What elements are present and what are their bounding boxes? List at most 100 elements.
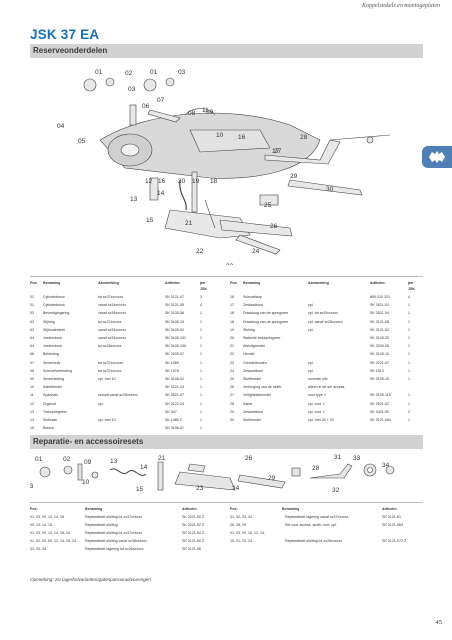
cell-artikelnr: SK 3205-06	[370, 344, 389, 349]
cell-per: 2	[408, 409, 410, 414]
cell-pos: 09	[30, 377, 34, 381]
cell-aanmerking: tot sx37xxxxxx	[98, 368, 122, 373]
callout-label: 13	[110, 458, 118, 465]
cell-artikelnr: SK 3108-02	[165, 377, 184, 381]
callout-label: 01	[150, 69, 158, 76]
cell-per: 1	[408, 401, 410, 406]
cell-pos: 01, 03, 09, 10, 13, 14,	[230, 531, 265, 535]
cell-artikelnr: SK 1976	[165, 368, 179, 373]
cell-per: 1	[200, 327, 202, 332]
cell-artikelnr: SK 3121-54 Z	[182, 531, 205, 535]
cell-artikelnr: SK 3221-07	[370, 360, 389, 365]
cell-benaming: Justeerbout	[43, 344, 62, 349]
cell-artikelnr: SK 947	[165, 409, 177, 414]
cell-pos: 18	[230, 319, 234, 324]
cell-pos: 21	[230, 344, 234, 349]
cell-pos: 22	[230, 352, 234, 357]
cell-artikelnr: SK 3221-50 Z	[182, 515, 205, 519]
callout-label: 03	[178, 69, 186, 76]
exploded-parts-diagram: 01 02 03 01 03 04 05 06 07 08 09 10 11 1…	[57, 69, 391, 265]
col-jsk: JSK	[200, 287, 207, 291]
col-pos: Pos.	[230, 281, 238, 285]
callout-label: 17	[272, 148, 280, 155]
cell-aanmerking: alleen in de set access.	[308, 385, 346, 390]
cell-pos: 28	[230, 401, 234, 406]
callout-label: 10	[82, 479, 90, 486]
cell-aanmerking: cpl.	[98, 401, 104, 406]
cell-benaming: Reparatieset sluiting	[85, 523, 118, 527]
cell-per: 1	[200, 368, 202, 373]
callout-label: 08	[188, 110, 196, 117]
cell-aanmerking: cpl. voor J	[308, 409, 325, 414]
cell-benaming: Reparatieset sluiting tot sx28xxxxxx	[285, 539, 342, 543]
cell-per: 1	[408, 319, 410, 324]
cell-aanmerking: vanaf sx34xxxxxx	[98, 327, 127, 332]
cell-artikelnr: SK 1989	[165, 360, 179, 365]
callout-label: 06	[142, 103, 150, 110]
table-header-left: Pos. Benaming Aanmerking Artikelnr. per …	[30, 280, 220, 292]
cell-benaming: Smeerleiding	[43, 377, 64, 381]
callout-label: 15	[136, 486, 144, 493]
cell-benaming: Hendel	[243, 352, 255, 357]
page-number: 45	[435, 619, 443, 626]
callout-label: 14	[157, 190, 165, 197]
cell-pos: 13	[30, 409, 34, 414]
divider	[30, 276, 423, 277]
table-header-right: Pos. Benaming Aanmerking Artikelnr. per …	[230, 280, 423, 292]
cell-artikelnr: SK 3221-52 Z	[182, 523, 205, 527]
cell-benaming: Draadoog van de springveer	[243, 319, 289, 324]
cell-artikelnr: SK 3205-07	[165, 352, 184, 357]
cell-aanmerking: tot sx37xxxxxxx	[98, 360, 124, 365]
cell-pos: 26	[230, 385, 234, 390]
cell-artikelnr: SK 3121-06	[182, 547, 201, 551]
callout-label: 26	[270, 223, 278, 230]
cell-artikelnr: SK 3121-07	[165, 295, 184, 299]
cell-artikelnr: SK 3105-115	[370, 393, 391, 398]
cell-benaming: Stijlring	[43, 319, 55, 324]
chapter-tab	[422, 146, 452, 168]
cell-benaming: Drgbout	[43, 401, 56, 406]
callout-label: 25	[264, 202, 272, 209]
cell-benaming: Cylinderbouw	[43, 303, 65, 308]
callout-label: 29	[268, 475, 276, 482]
callout-label: 34	[382, 462, 390, 469]
cell-pos: 12	[30, 401, 34, 406]
cell-per: 1	[200, 352, 202, 357]
callout-label: 03	[30, 483, 34, 490]
callout-label: 02	[125, 70, 133, 77]
cell-artikelnr: 800 010 321	[370, 295, 390, 299]
cell-pos: 33, 33, 34	[30, 547, 46, 551]
callout-label: 14	[140, 464, 148, 471]
cell-artikelnr: SK 3521-02	[370, 303, 389, 308]
cell-artikelnr: SK 3521-09	[370, 311, 389, 316]
cell-artikelnr: SK 3521-02	[370, 401, 389, 406]
cell-artikelnr: SK 1513	[370, 368, 384, 373]
callout-label: 23	[196, 485, 204, 492]
cell-pos: 01	[30, 303, 34, 308]
section-title: Reparatie- en accessoiresets	[33, 436, 144, 446]
cell-per: 3	[200, 295, 202, 299]
cell-artikelnr: SK 3105-15	[370, 377, 389, 381]
cell-benaming: Sluithendel	[243, 418, 261, 422]
cell-benaming: Bevestigingsring	[43, 311, 70, 316]
cell-per: 1	[200, 409, 202, 414]
cell-pos: 17	[230, 303, 234, 308]
cell-benaming: Slothaak	[43, 418, 57, 422]
cell-artikelnr: SK 1485 Z	[165, 418, 182, 422]
cell-pos: 29	[230, 409, 234, 414]
col-per: per	[200, 281, 206, 285]
cell-aanmerking: cpl. met 10	[98, 377, 116, 381]
cell-pos: 01, 03, 09, 13, 14, 15	[30, 515, 64, 519]
